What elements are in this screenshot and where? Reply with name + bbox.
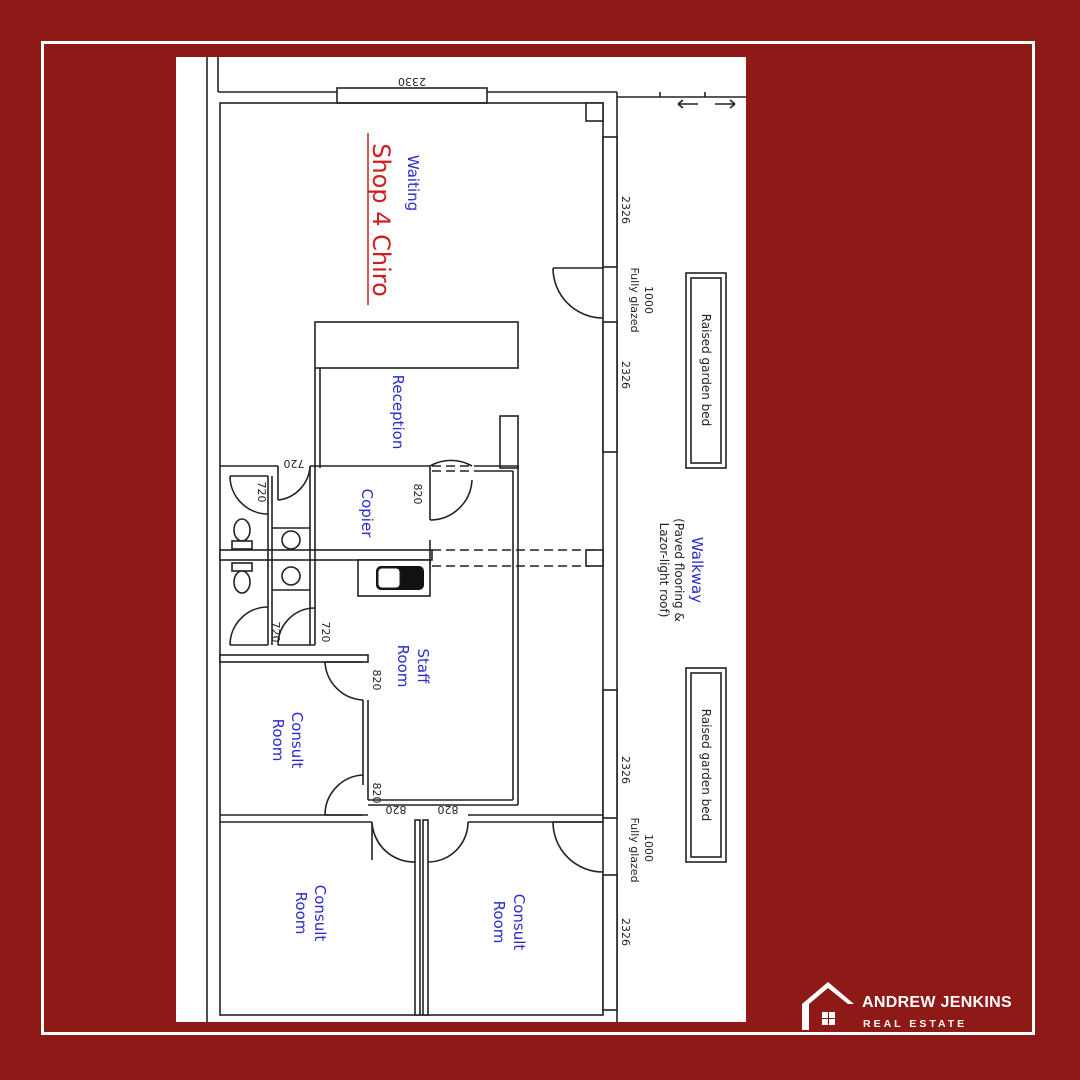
svg-text:Fully glazed: Fully glazed (628, 817, 641, 882)
svg-text:820: 820 (438, 803, 459, 816)
svg-text:820: 820 (411, 484, 424, 505)
svg-text:2326: 2326 (619, 756, 632, 784)
svg-text:720: 720 (269, 622, 282, 643)
label-consult-1-room: Room (269, 719, 287, 762)
brand-name: ANDREW JENKINS (862, 994, 1012, 1011)
svg-text:820: 820 (370, 783, 383, 804)
label-garden-bed-1: Raised garden bed (699, 314, 713, 427)
white-frame (41, 41, 1035, 1035)
label-consult-1: Consult (288, 712, 306, 769)
plan-title: Shop 4 Chiro (367, 143, 395, 297)
svg-text:820: 820 (386, 803, 407, 816)
plan-sheet (176, 57, 746, 1022)
svg-text:1000: 1000 (642, 834, 655, 862)
garden-beds (685, 272, 727, 863)
svg-text:1000: 1000 (642, 286, 655, 314)
label-consult-3-room: Room (490, 901, 508, 944)
label-staff-room: Room (394, 645, 412, 688)
label-garden-bed-2: Raised garden bed (699, 709, 713, 822)
label-copier: Copier (358, 489, 376, 539)
house-logo-icon (798, 978, 858, 1037)
label-consult-2-room: Room (292, 892, 310, 935)
label-waiting: Waiting (404, 155, 422, 211)
label-reception: Reception (389, 375, 407, 450)
doors (229, 267, 604, 873)
sliding-arrows-icon (677, 99, 736, 109)
label-staff: Staff (414, 649, 432, 685)
svg-text:820: 820 (370, 670, 383, 691)
svg-text:2326: 2326 (619, 196, 632, 224)
brand-tagline: REAL ESTATE (863, 1018, 968, 1030)
label-consult-3: Consult (510, 894, 528, 951)
label-consult-2: Consult (311, 885, 329, 942)
svg-text:720: 720 (284, 457, 305, 470)
walkway-note-2: Lazor-light roof) (657, 523, 671, 618)
svg-text:2326: 2326 (619, 918, 632, 946)
svg-text:720: 720 (255, 482, 268, 503)
svg-text:Fully glazed: Fully glazed (628, 267, 641, 332)
svg-text:720: 720 (319, 622, 332, 643)
svg-text:2330: 2330 (398, 75, 426, 88)
label-walkway: Walkway (688, 537, 706, 603)
top-window (336, 87, 488, 104)
dimensions: 2330 2326 2326 2326 2326 1000 Fully glaz… (255, 75, 655, 946)
walkway-note-1: (Paved flooring & (672, 518, 686, 622)
svg-text:2326: 2326 (619, 361, 632, 389)
walls (206, 57, 746, 1022)
